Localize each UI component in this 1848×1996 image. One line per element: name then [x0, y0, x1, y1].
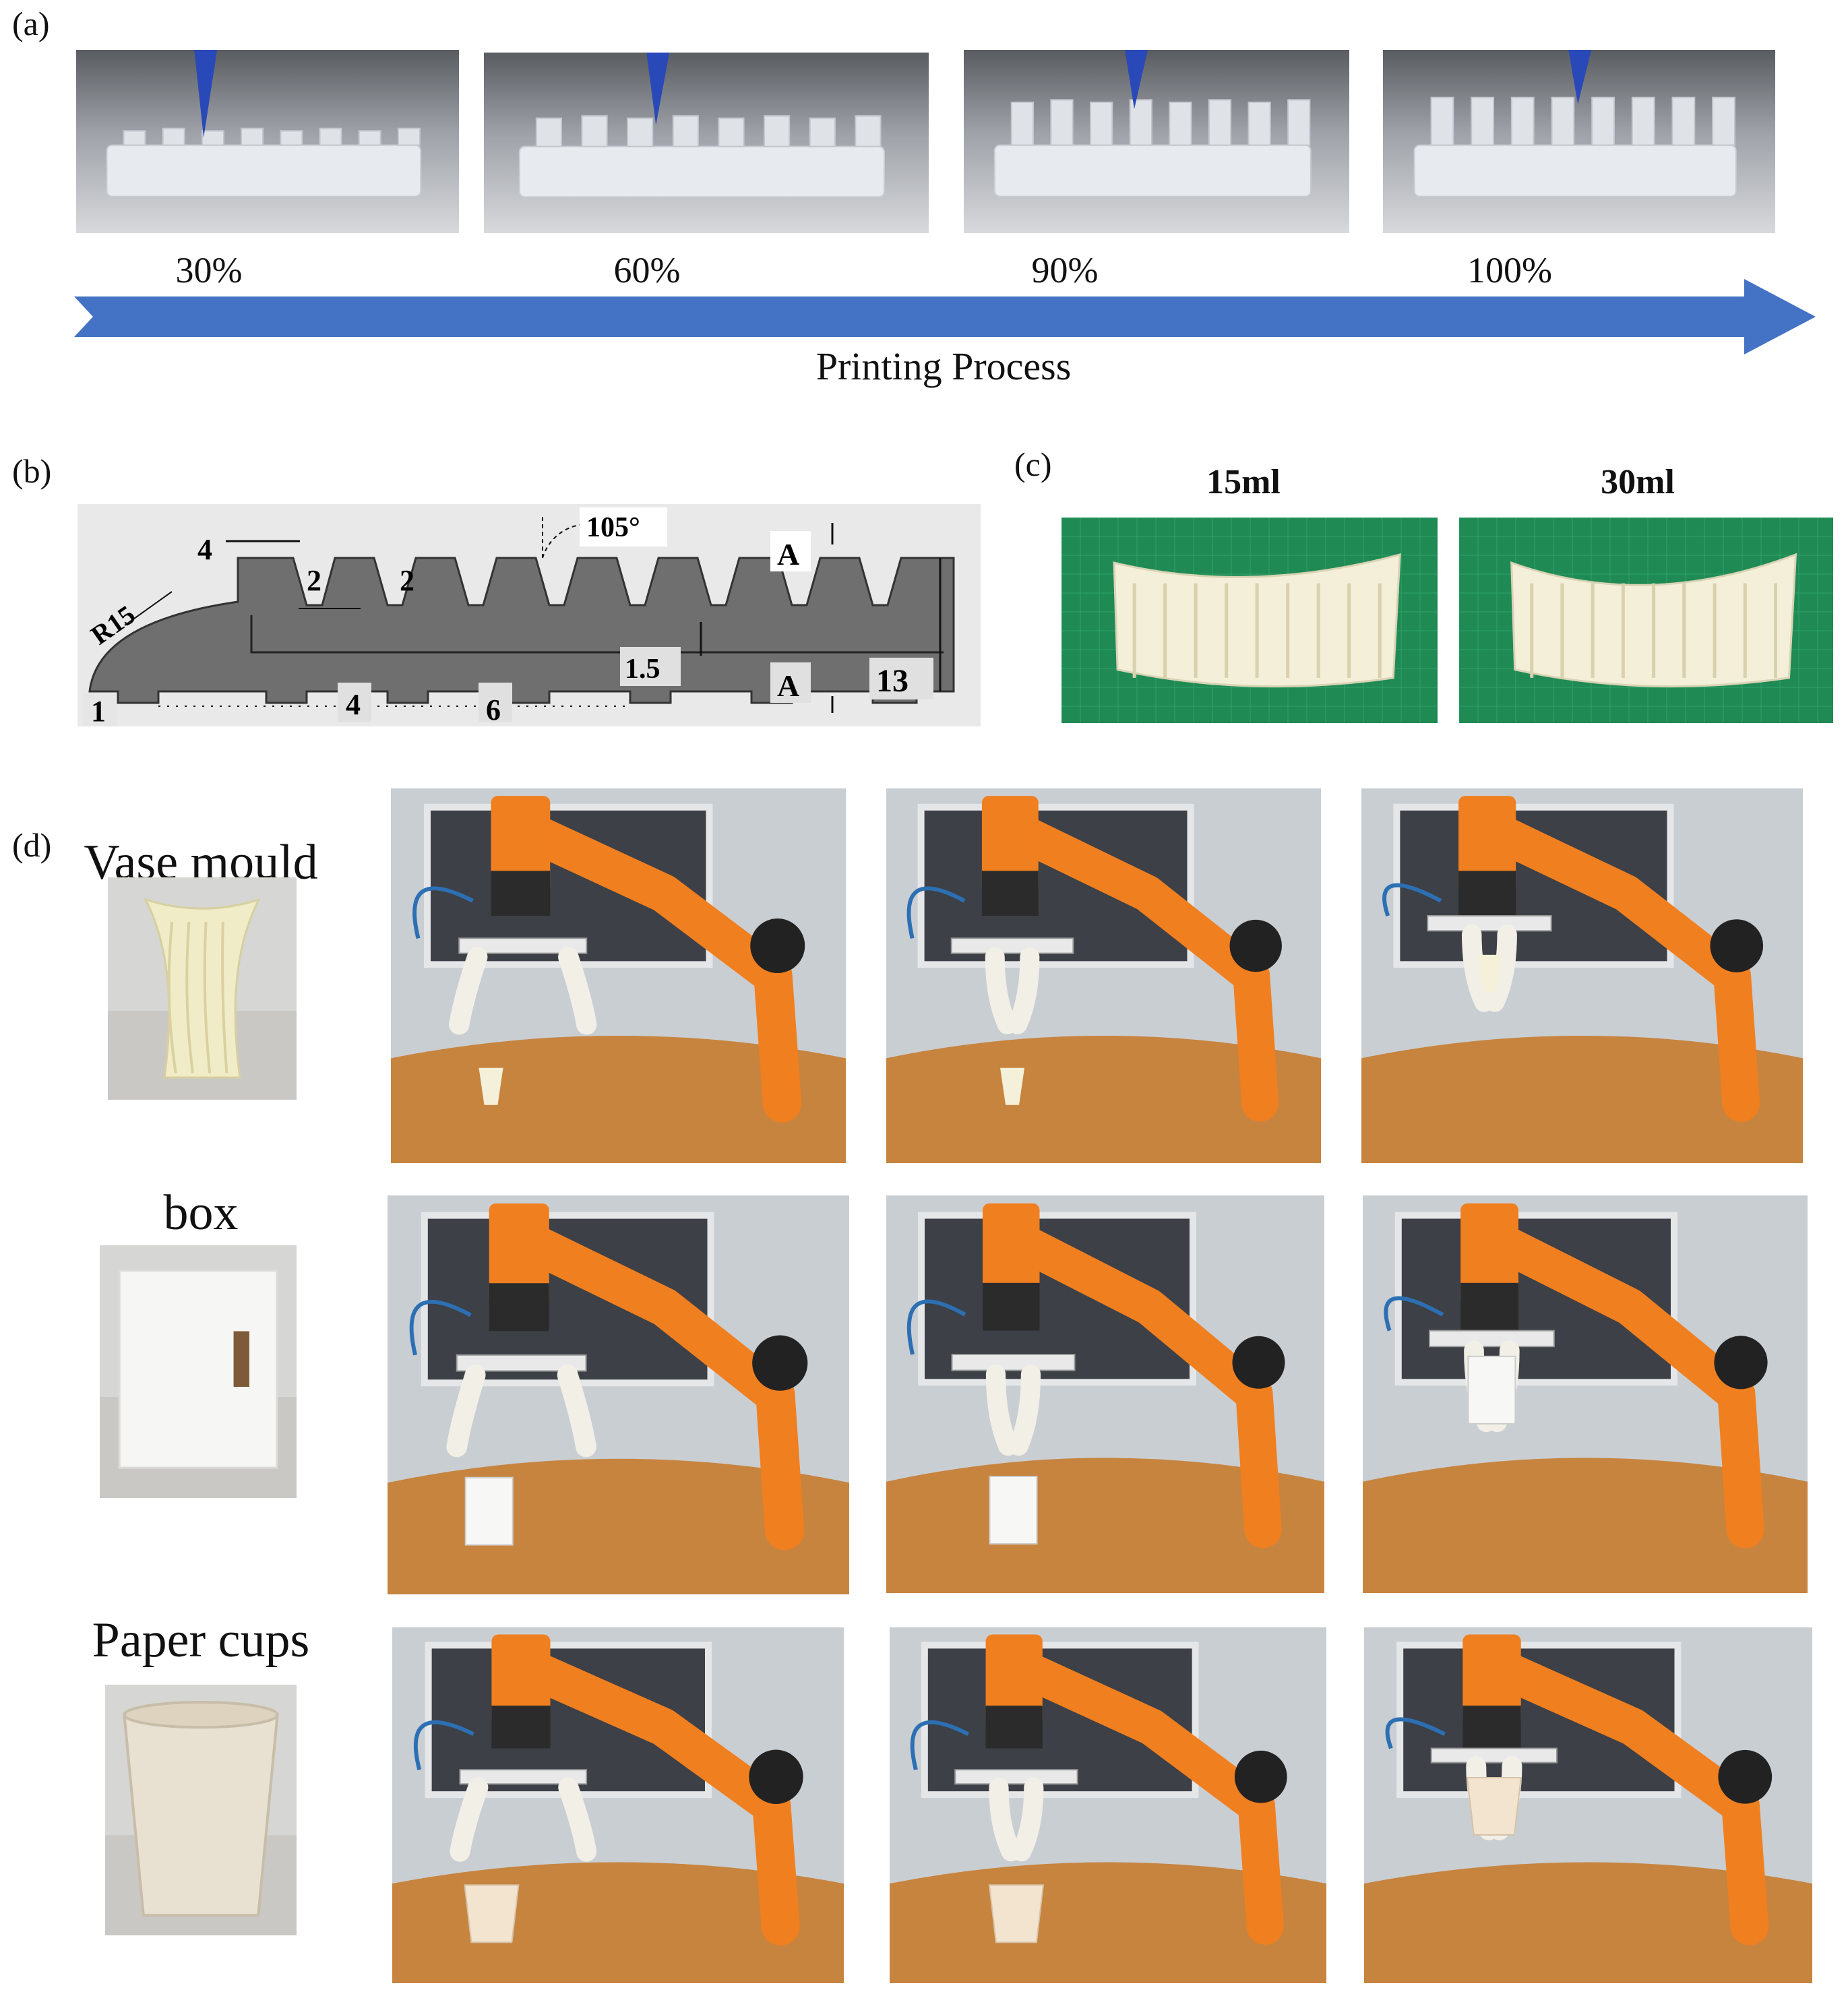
dim-2-left: 2: [307, 564, 321, 597]
robot-grasp-photo: [391, 788, 846, 1163]
dim-6: 6: [486, 693, 501, 726]
vase-icon: [108, 877, 297, 1100]
printing-process-arrow: [74, 279, 1816, 354]
process-arrow-shape: [74, 279, 1816, 354]
printed-sample-photo: [1459, 518, 1833, 723]
dim-angle: 105°: [586, 512, 640, 543]
robot-grasp-photo: [886, 788, 1321, 1163]
dim-4-top: 4: [197, 533, 212, 566]
object-name-label: Paper cups: [92, 1613, 310, 1668]
cup-icon: [105, 1685, 297, 1935]
stage-percentage-label: 90%: [1031, 250, 1099, 290]
robot-grasp-photo: [1363, 1195, 1808, 1593]
printing-process-label: Printing Process: [815, 344, 1072, 388]
section-label-top: A: [777, 537, 799, 571]
stage-percentage-label: 60%: [613, 250, 681, 290]
sample-volume-label: 15ml: [1206, 463, 1281, 501]
printing-stage-photo: [484, 53, 929, 233]
dim-1-5: 1.5: [625, 654, 660, 685]
stage-percentage-label: 100%: [1467, 250, 1552, 290]
actuator-cross-section-drawing: 4 2 2 105° A R15 1 4 6 1.5 A 13: [78, 504, 981, 726]
robot-grasp-photo: [886, 1195, 1324, 1593]
panel-c-label: (c): [1014, 445, 1052, 483]
panel-a-label: (a): [12, 5, 50, 42]
dim-13: 13: [876, 663, 908, 699]
box-icon: [100, 1245, 297, 1498]
robot-grasp-photo: [388, 1195, 849, 1594]
robot-grasp-photo: [890, 1627, 1326, 1983]
robot-grasp-photo: [392, 1627, 844, 1983]
printed-sample-photo: [1061, 518, 1438, 723]
stage-percentage-label: 30%: [175, 250, 243, 290]
printing-stage-photo: [1383, 50, 1775, 233]
panel-b-label: (b): [12, 452, 52, 490]
robot-grasp-photo: [1361, 788, 1803, 1163]
printing-stage-photo: [76, 50, 459, 233]
object-name-label: box: [163, 1185, 239, 1241]
robot-grasp-photo: [1364, 1627, 1812, 1983]
inner-channel-line: [250, 615, 944, 654]
dim-4-bottom: 4: [346, 688, 361, 721]
printing-stage-photo: [964, 50, 1349, 233]
panel-d-label: (d): [12, 826, 52, 864]
section-label-bottom: A: [777, 668, 799, 703]
sample-volume-label: 30ml: [1601, 463, 1675, 501]
dim-1: 1: [91, 695, 106, 726]
radius-leader: [124, 591, 173, 626]
dim-2-right: 2: [400, 564, 414, 597]
